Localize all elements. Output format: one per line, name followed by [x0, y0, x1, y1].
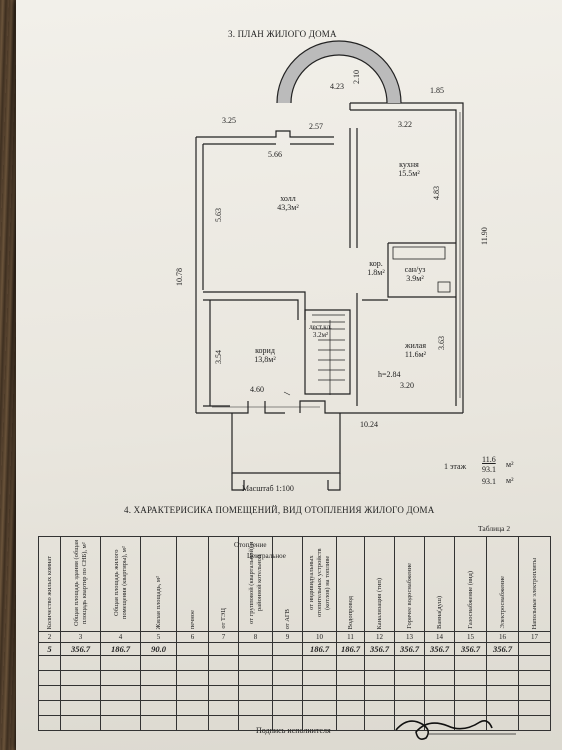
dim-11-90: 11.90	[480, 227, 489, 245]
header-cell: Напольные электроплиты	[518, 536, 551, 632]
header-cell: от АГВ	[272, 536, 303, 632]
dim-5-66: 5.66	[268, 150, 282, 159]
table-empty-row	[38, 700, 551, 716]
floor-value-total-2: 93.1	[482, 477, 496, 486]
header-cell: Канализация (тип)	[364, 536, 395, 632]
header-cell: от ТЭЦ	[208, 536, 239, 632]
table-value-row: 5 356.7 186.7 90.0 186.7 186.7 356.7 356…	[38, 642, 551, 656]
table-header-row: Количество жилых комнат Общая площадь зд…	[38, 536, 551, 632]
plan-title: 3. ПЛАН ЖИЛОГО ДОМА	[228, 29, 337, 39]
header-cell: Ванна(душ)	[424, 536, 455, 632]
number-cell: 14	[424, 631, 455, 643]
dim-4-23: 4.23	[330, 82, 344, 91]
dim-4-83: 4.83	[432, 186, 441, 200]
room-stairwell: лест.кл.3.2м²	[309, 323, 332, 339]
dim-10-78: 10.78	[175, 268, 184, 286]
value-cell: 356.7	[394, 642, 425, 656]
value-cell	[208, 642, 239, 656]
number-cell: 9	[272, 631, 303, 643]
dim-3-54: 3.54	[214, 350, 223, 364]
value-cell: 186.7	[302, 642, 337, 656]
number-cell: 8	[238, 631, 273, 643]
dim-3-22: 3.22	[398, 120, 412, 129]
value-cell: 5	[38, 642, 61, 656]
dim-5-63: 5.63	[214, 208, 223, 222]
value-cell: 356.7	[424, 642, 455, 656]
value-cell: 90.0	[140, 642, 177, 656]
dim-2-57: 2.57	[309, 122, 323, 131]
header-cell: Общая площадь жилого помещения (квартиры…	[100, 536, 141, 632]
number-cell: 13	[394, 631, 425, 643]
floor-value-total: 93.1	[482, 465, 496, 474]
header-cell: Горячее водоснабжение	[394, 536, 425, 632]
table-empty-row	[38, 715, 551, 731]
header-cell: Общая площадь здания (общая площадь квар…	[60, 536, 101, 632]
header-cell: от групповой (квартальной) и районной ко…	[238, 536, 273, 632]
floor-plan-drawing	[195, 40, 464, 491]
number-cell: 4	[100, 631, 141, 643]
number-cell: 10	[302, 631, 337, 643]
signature-image	[395, 720, 516, 740]
dim-3-20: 3.20	[400, 381, 414, 390]
dim-3-63: 3.63	[437, 336, 446, 350]
characteristics-table: Количество жилых комнат Общая площадь зд…	[38, 536, 551, 731]
value-cell: 356.7	[364, 642, 395, 656]
number-cell: 2	[38, 631, 61, 643]
number-cell: 3	[60, 631, 101, 643]
header-cell: Жилая площадь, м²	[140, 536, 177, 632]
central-group-label: Центральное	[247, 552, 286, 560]
dim-3-25: 3.25	[222, 116, 236, 125]
ceiling-height: h=2.84	[378, 370, 401, 379]
header-cell: Водопровод	[336, 536, 365, 632]
value-cell: 186.7	[100, 642, 141, 656]
number-cell: 12	[364, 631, 395, 643]
value-cell	[272, 642, 303, 656]
value-cell: 356.7	[60, 642, 101, 656]
table-empty-row	[38, 670, 551, 686]
floor-unit: м²	[506, 460, 514, 469]
value-cell: 356.7	[486, 642, 519, 656]
signature-label: Подпись исполнителя	[256, 726, 331, 735]
header-cell: печное	[176, 536, 209, 632]
value-cell	[238, 642, 273, 656]
table-number-row: 2 3 4 5 6 7 8 9 10 11 12 13 14 15 16 17	[38, 631, 551, 643]
number-cell: 17	[518, 631, 551, 643]
value-cell: 356.7	[454, 642, 487, 656]
number-cell: 5	[140, 631, 177, 643]
number-cell: 7	[208, 631, 239, 643]
plan-scale: Масштаб 1:100	[242, 484, 294, 493]
value-cell	[176, 642, 209, 656]
header-cell: Электроснабжение	[486, 536, 519, 632]
dim-1-85: 1.85	[430, 86, 444, 95]
number-cell: 6	[176, 631, 209, 643]
header-cell: от индивидуальных отопительных устройств…	[302, 536, 337, 632]
number-cell: 16	[486, 631, 519, 643]
floor-label: 1 этаж	[444, 462, 467, 471]
floor-unit-2: м²	[506, 476, 514, 485]
table-empty-row	[38, 655, 551, 671]
table-title: 4. ХАРАКТЕРИСИКА ПОМЕЩЕНИЙ, ВИД ОТОПЛЕНИ…	[124, 505, 435, 515]
number-cell: 11	[336, 631, 365, 643]
table-note: Таблица 2	[478, 524, 511, 533]
header-cell: Количество жилых комнат	[38, 536, 61, 632]
header-cell: Газоснабжение (вид)	[454, 536, 487, 632]
heating-group-label: Отопление	[234, 541, 267, 549]
number-cell: 15	[454, 631, 487, 643]
room-corridor-small: кор.1.8м²	[367, 259, 385, 277]
dim-10-24: 10.24	[360, 420, 378, 429]
dim-2-10: 2.10	[352, 70, 361, 84]
dim-4-60: 4.60	[250, 385, 264, 394]
value-cell	[518, 642, 551, 656]
value-cell: 186.7	[336, 642, 365, 656]
floor-value-living: 11.6	[482, 455, 496, 464]
table-empty-row	[38, 685, 551, 701]
